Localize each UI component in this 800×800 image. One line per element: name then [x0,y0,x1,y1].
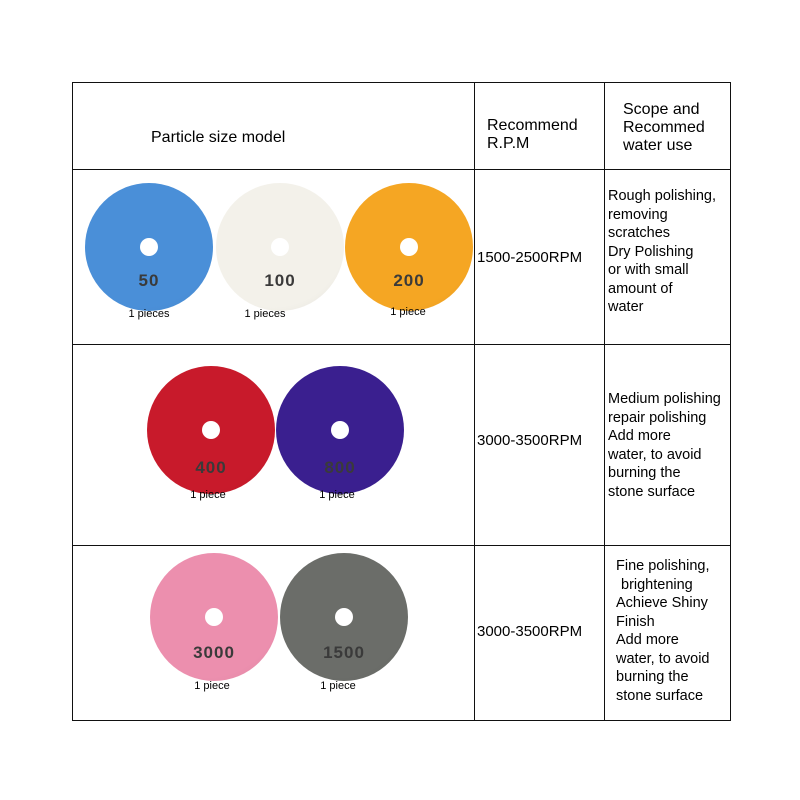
row-divider [73,545,730,546]
center-hole [335,608,353,626]
polishing-pad-50: 50 [85,183,213,311]
scope-text: Fine polishing, brightening Achieve Shin… [616,558,710,704]
header-scope: Scope and Recommed water use [623,101,705,154]
center-hole [140,238,158,256]
scope-text: Rough polishing, removing scratches Dry … [608,188,717,315]
pad-quantity: 1 pieces [128,308,170,320]
pad-grit-number: 3000 [193,643,235,662]
pad-quantity: 1 piece [194,680,230,692]
polishing-pad-400: 400 [147,366,275,494]
pad-grit-number: 50 [138,271,160,290]
column-divider [474,83,475,720]
polishing-pad-1500: 1500 [280,553,408,681]
polishing-pad-100: 100 [216,183,344,311]
center-hole [202,421,220,439]
rpm-value: 1500-2500RPM [477,249,583,266]
center-hole [271,238,289,256]
polishing-pad-200: 200 [345,183,473,311]
pad-grit-number: 100 [264,271,296,290]
row-divider [73,169,730,170]
header-rpm: Recommend R.P.M [487,117,578,152]
pad-quantity: 1 piece [190,489,226,501]
center-hole [331,421,349,439]
row-divider [73,344,730,345]
pad-grit-number: 200 [393,271,425,290]
polishing-pad-800: 800 [276,366,404,494]
center-hole [205,608,223,626]
pad-quantity: 1 piece [320,680,356,692]
pad-quantity: 1 piece [390,306,426,318]
pad-quantity: 1 pieces [244,308,286,320]
rpm-value: 3000-3500RPM [477,623,583,640]
pad-quantity: 1 piece [319,489,355,501]
polishing-pad-3000: 3000 [150,553,278,681]
header-particle-size: Particle size model [151,129,286,146]
column-divider [604,83,605,720]
center-hole [400,238,418,256]
polishing-pad-table: Particle size model Recommend R.P.M Scop… [72,82,731,721]
pad-grit-number: 800 [324,458,356,477]
scope-text: Medium polishing repair polishing Add mo… [608,391,721,500]
pad-grit-number: 1500 [323,643,365,662]
pad-grit-number: 400 [195,458,227,477]
rpm-value: 3000-3500RPM [477,432,583,449]
